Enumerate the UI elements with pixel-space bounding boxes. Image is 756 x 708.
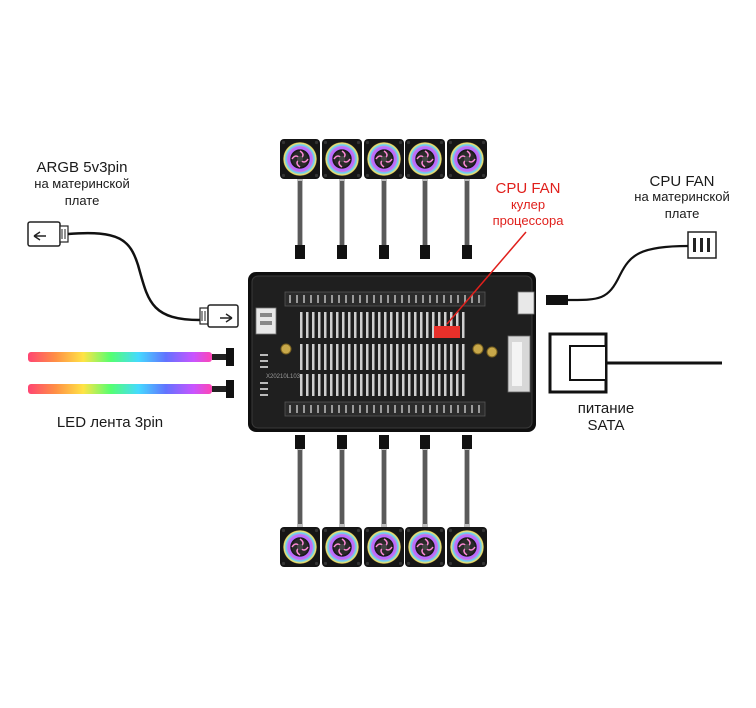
top-fan-2	[322, 139, 362, 259]
argb-cable	[67, 231, 201, 322]
cpu-fan-annotation-line1: кулер	[510, 197, 546, 212]
cpu-fan-subtitle-2: плате	[664, 206, 700, 221]
sata-plug	[548, 332, 722, 394]
hub-board	[248, 272, 536, 432]
cpu-fan-connector-highlight	[434, 326, 460, 338]
cpu-fan-title: CPU FAN	[649, 173, 715, 190]
argb-subtitle-1: на материнской	[34, 176, 130, 191]
cpu-fan-subtitle-1: на материнской	[634, 189, 730, 204]
power-label-1: питание	[577, 400, 635, 417]
bottom-fan-1	[280, 435, 320, 567]
cpu-fan-cable	[567, 244, 689, 302]
argb-plug-bottom	[199, 304, 239, 328]
cpu-fan-socket	[517, 291, 535, 315]
cpu-fan-plug	[687, 231, 717, 259]
argb-subtitle-2: плате	[64, 193, 100, 208]
argb-title: ARGB 5v3pin	[36, 159, 128, 176]
top-fan-4	[405, 139, 445, 259]
power-label-2: SATA	[587, 417, 625, 434]
cpu-fan-pointer-line	[446, 231, 527, 325]
pin-headers	[300, 312, 465, 396]
bottom-fan-5	[447, 435, 487, 567]
led-strip-1	[28, 348, 234, 366]
cpu-fan-annotation-line2: процессора	[492, 213, 564, 228]
argb-plug-top	[27, 221, 69, 247]
arrow-left-icon	[33, 231, 46, 241]
top-fans	[280, 139, 487, 259]
cpu-fan-board-plug	[546, 295, 568, 305]
arrow-right-icon	[220, 313, 233, 323]
bottom-connectors	[284, 401, 486, 417]
bottom-fan-2	[322, 435, 362, 567]
bottom-fan-3	[364, 435, 404, 567]
top-fan-5	[447, 139, 487, 259]
top-fan-3	[364, 139, 404, 259]
led-strip-label: LED лента 3pin	[56, 414, 164, 431]
top-connectors	[284, 291, 486, 307]
top-fan-1	[280, 139, 320, 259]
cpu-fan-annotation-title: CPU FAN	[495, 180, 561, 197]
bottom-fans	[280, 435, 487, 567]
pcb-marking: X20210L103	[266, 374, 301, 380]
led-strip-2	[28, 380, 234, 398]
led-socket-pins	[260, 354, 268, 396]
bottom-fan-4	[405, 435, 445, 567]
